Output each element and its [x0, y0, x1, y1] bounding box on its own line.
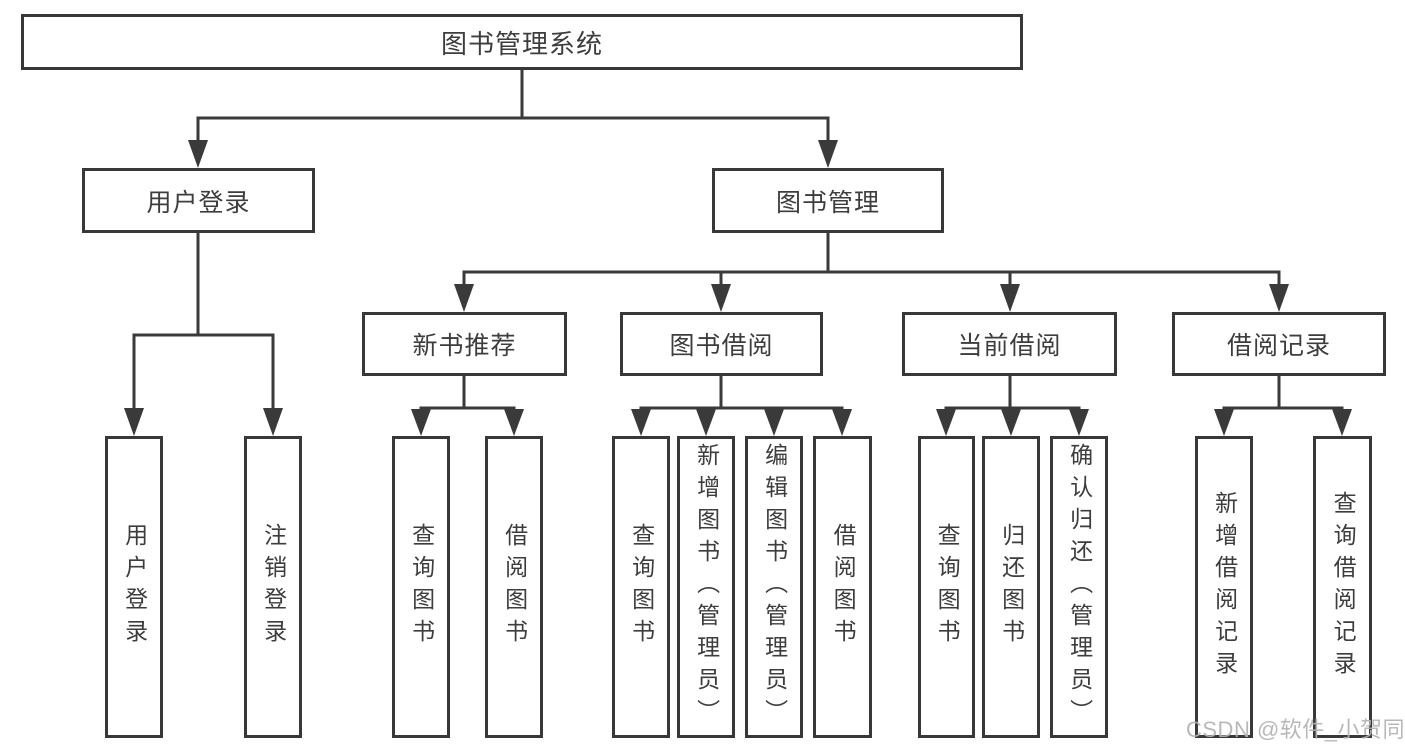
node-user-login: 用户登录 [82, 168, 315, 233]
leaf-bb-query-books: 查询图书 [612, 436, 670, 738]
leaf-user-login: 用户登录 [105, 436, 163, 738]
connector-user-login-children [124, 232, 283, 436]
connector-root-to-level2 [188, 70, 838, 168]
connector-book-borrow-children [631, 374, 852, 436]
node-library-management-system: 图书管理系统 [21, 14, 1023, 70]
leaf-nbr-borrow-books: 借阅图书 [485, 436, 543, 738]
csdn-watermark: CSDN @软件_小贺同学 [1186, 717, 1405, 742]
connector-current-borrow-children [936, 374, 1089, 436]
leaf-bb-borrow-books: 借阅图书 [813, 436, 872, 738]
leaf-br-add-record: 新增借阅记录 [1195, 436, 1253, 738]
leaf-logout: 注销登录 [244, 436, 302, 738]
node-borrow-records: 借阅记录 [1172, 312, 1386, 376]
connector-new-book-rec-children [411, 374, 524, 436]
leaf-cb-confirm-return-admin: 确认归还（管理员） [1050, 436, 1108, 738]
connector-book-mgmt-children [454, 232, 1289, 312]
node-new-book-recommend: 新书推荐 [362, 312, 567, 376]
leaf-nbr-query-books: 查询图书 [392, 436, 450, 738]
leaf-cb-return-books: 归还图书 [982, 436, 1040, 738]
connector-borrow-record-children [1214, 374, 1352, 436]
leaf-cb-query-books: 查询图书 [918, 436, 975, 738]
node-book-borrow: 图书借阅 [620, 312, 823, 376]
node-current-borrow: 当前借阅 [902, 312, 1117, 376]
leaf-bb-add-books-admin: 新增图书（管理员） [677, 436, 735, 738]
leaf-br-query-record: 查询借阅记录 [1313, 436, 1372, 738]
leaf-bb-edit-books-admin: 编辑图书（管理员） [745, 436, 803, 738]
node-book-management: 图书管理 [712, 168, 944, 233]
